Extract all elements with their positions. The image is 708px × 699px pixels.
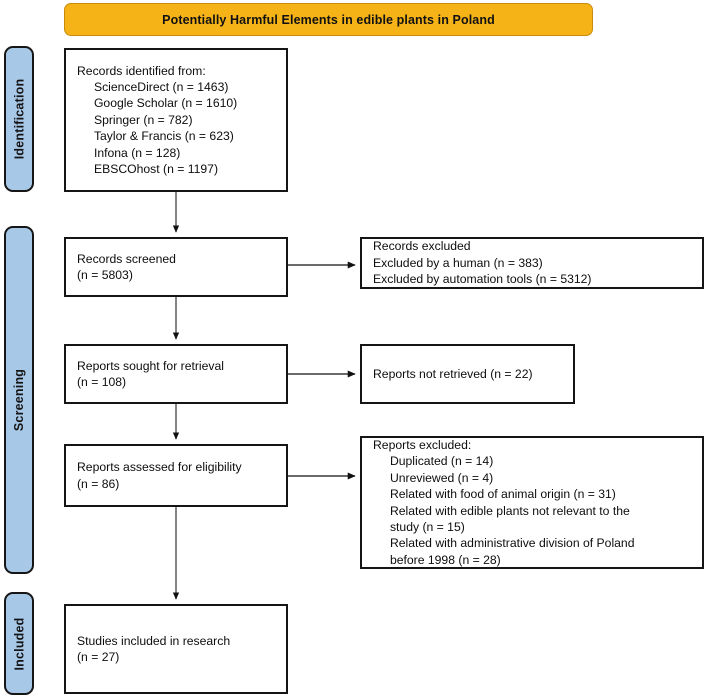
box-records-identified-text: Records identified from: ScienceDirect (… — [77, 63, 238, 177]
box-reports-not-retrieved: Reports not retrieved (n = 22) — [360, 344, 575, 404]
phase-label-identification: Identification — [12, 78, 27, 160]
box-reports-assessed-for-eligibility: Reports assessed for eligibility (n = 86… — [64, 444, 288, 507]
box-reports-not-retrieved-text: Reports not retrieved (n = 22) — [373, 366, 533, 381]
box-records-excluded: Records excluded Excluded by a human (n … — [360, 237, 704, 289]
phase-label-screening: Screening — [12, 368, 26, 432]
phase-bar-identification: Identification — [4, 46, 34, 192]
box-reports-assessed-text: Reports assessed for eligibility (n = 86… — [77, 460, 242, 491]
phase-bar-included: Included — [4, 592, 34, 695]
box-records-screened: Records screened (n = 5803) — [64, 237, 288, 297]
box-reports-sought-for-retrieval: Reports sought for retrieval (n = 108) — [64, 344, 288, 404]
box-records-identified: Records identified from: ScienceDirect (… — [64, 48, 288, 192]
diagram-title-banner: Potentially Harmful Elements in edible p… — [64, 3, 593, 36]
box-reports-sought-text: Reports sought for retrieval (n = 108) — [77, 358, 224, 389]
diagram-title-text: Potentially Harmful Elements in edible p… — [162, 12, 495, 27]
box-studies-included-text: Studies included in research (n = 27) — [77, 633, 231, 664]
box-records-excluded-text: Records excluded Excluded by a human (n … — [373, 239, 592, 287]
phase-bar-screening: Screening — [4, 226, 34, 574]
box-reports-excluded-text: Reports excluded: Duplicated (n = 14) Un… — [373, 437, 635, 567]
box-records-screened-text: Records screened (n = 5803) — [77, 251, 176, 282]
box-reports-excluded: Reports excluded: Duplicated (n = 14) Un… — [360, 436, 704, 569]
phase-label-included: Included — [12, 617, 26, 670]
box-studies-included: Studies included in research (n = 27) — [64, 604, 288, 694]
